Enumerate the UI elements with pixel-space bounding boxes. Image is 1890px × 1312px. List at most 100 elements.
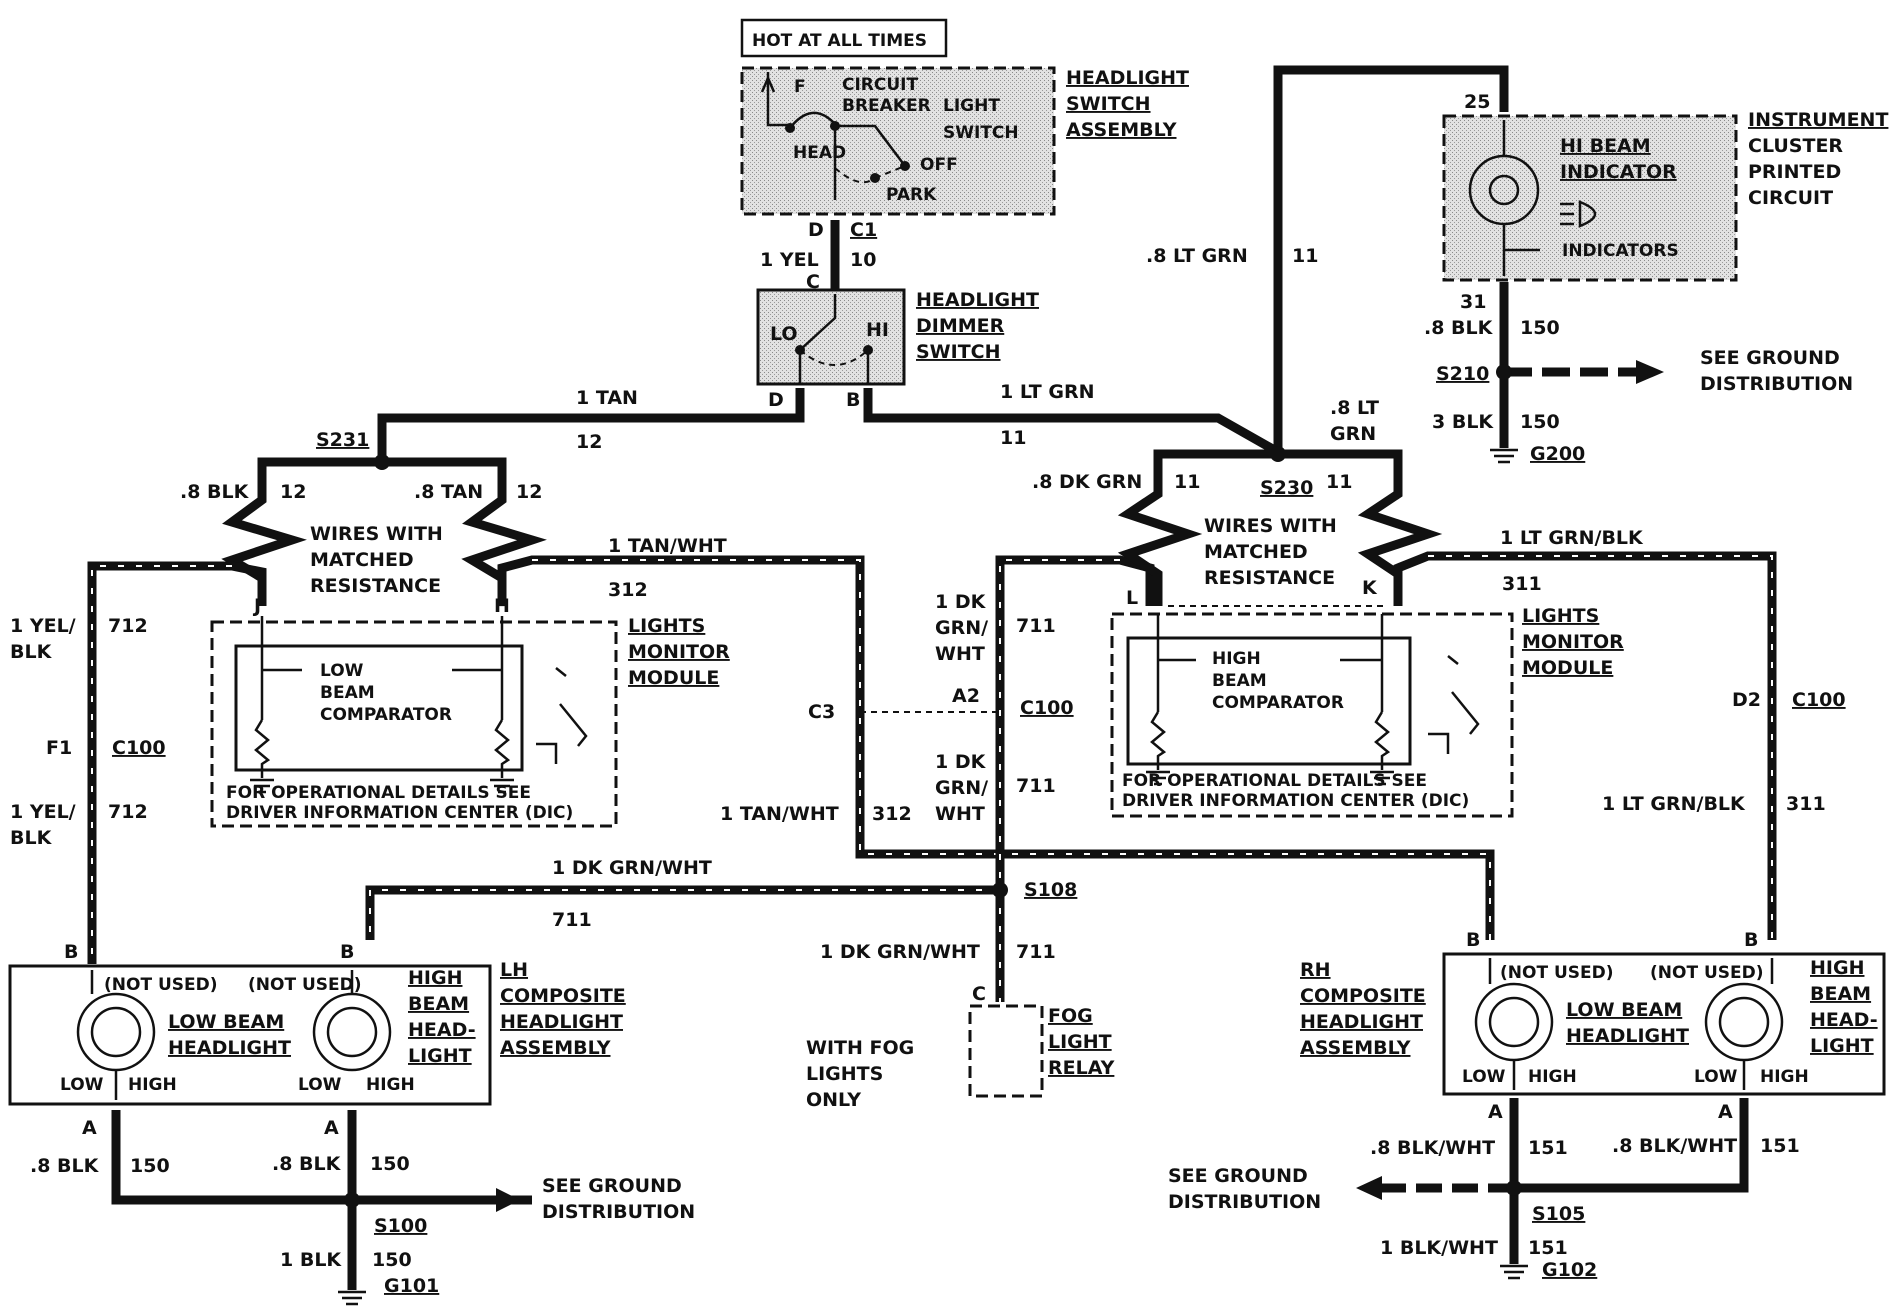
svg-text:1 TAN/WHT: 1 TAN/WHT [720,803,839,825]
headlight-switch-assembly: HOT AT ALL TIMES F CIRCUIT BREAKER LIGHT… [740,18,1189,216]
splice-s100 [344,1192,360,1208]
headlight-switch-box [740,66,1056,216]
svg-text:HEAD-: HEAD- [408,1019,476,1041]
svg-text:LIGHTS: LIGHTS [628,615,705,637]
splice-s105 [1506,1180,1522,1196]
svg-text:150: 150 [372,1249,412,1271]
svg-text:INDICATOR: INDICATOR [1560,161,1677,183]
svg-text:A: A [1718,1101,1733,1123]
svg-text:WIRES WITH: WIRES WITH [310,523,443,545]
svg-text:.8 LT GRN: .8 LT GRN [1146,245,1248,267]
svg-text:151: 151 [1760,1135,1800,1157]
svg-text:1 TAN/WHT: 1 TAN/WHT [608,535,727,557]
svg-text:HEADLIGHT: HEADLIGHT [1566,1025,1689,1047]
svg-text:LIGHTS: LIGHTS [1522,605,1599,627]
svg-text:A: A [82,1117,97,1139]
lh-composite-headlight-assembly: (NOT USED) (NOT USED) LOW BEAM HEADLIGHT… [8,964,492,1106]
circuit-breaker-arc [789,111,836,129]
svg-text:HEADLIGHT: HEADLIGHT [168,1037,291,1059]
svg-text:1 DK GRN/WHT: 1 DK GRN/WHT [552,857,712,879]
svg-text:712: 712 [108,801,148,823]
svg-text:1 BLK/WHT: 1 BLK/WHT [1380,1237,1498,1259]
headlight-dimmer-switch: LO HI HEADLIGHT DIMMER SWITCH [756,288,1039,386]
svg-text:ASSEMBLY: ASSEMBLY [1066,119,1177,141]
svg-text:DISTRIBUTION: DISTRIBUTION [1700,373,1853,395]
svg-text:11: 11 [1000,427,1026,449]
svg-text:S105: S105 [1532,1203,1585,1225]
svg-text:DRIVER INFORMATION CENTER (DIC: DRIVER INFORMATION CENTER (DIC) [226,803,573,823]
svg-text:MONITOR: MONITOR [628,641,730,663]
svg-text:.8 BLK/WHT: .8 BLK/WHT [1612,1135,1737,1157]
svg-text:711: 711 [1016,941,1056,963]
svg-text:25: 25 [1464,91,1490,113]
svg-text:LIGHTS: LIGHTS [806,1063,883,1085]
svg-text:LOW: LOW [1694,1067,1738,1087]
wire-1-lt-grn-11 [863,388,1281,456]
svg-text:LH: LH [500,959,528,981]
svg-text:.8 BLK: .8 BLK [272,1153,342,1175]
svg-text:B: B [340,941,354,963]
svg-text:LIGHT: LIGHT [1810,1035,1874,1057]
svg-text:GRN: GRN [1330,423,1376,445]
svg-text:HEAD: HEAD [793,143,846,163]
svg-text:1 LT GRN/BLK: 1 LT GRN/BLK [1602,793,1746,815]
svg-text:311: 311 [1786,793,1826,815]
svg-text:151: 151 [1528,1237,1568,1259]
svg-text:BEAM: BEAM [408,993,469,1015]
switch-contact [835,124,906,167]
svg-text:HIGH: HIGH [128,1075,177,1095]
high-beam-indicator-symbol-icon [1560,200,1597,228]
svg-text:A2: A2 [952,685,980,707]
svg-text:DRIVER INFORMATION CENTER (DIC: DRIVER INFORMATION CENTER (DIC) [1122,791,1469,811]
svg-text:LIGHT: LIGHT [1048,1031,1112,1053]
svg-text:.8 BLK: .8 BLK [180,481,250,503]
svg-text:C: C [972,983,986,1005]
svg-text:711: 711 [552,909,592,931]
svg-text:BEAM: BEAM [320,683,375,703]
svg-text:1 DK: 1 DK [935,591,987,613]
svg-text:HIGH: HIGH [366,1075,415,1095]
svg-text:(NOT USED): (NOT USED) [1650,963,1764,983]
svg-text:C100: C100 [1792,689,1846,711]
svg-text:1 YEL/: 1 YEL/ [10,615,76,637]
svg-text:S108: S108 [1024,879,1077,901]
svg-text:G102: G102 [1542,1259,1597,1281]
svg-text:WITH FOG: WITH FOG [806,1037,914,1059]
svg-text:C3: C3 [808,701,835,723]
svg-text:311: 311 [1502,573,1542,595]
svg-text:SEE GROUND: SEE GROUND [1700,347,1840,369]
circuit-breaker-lead [766,72,790,127]
svg-text:MATCHED: MATCHED [310,549,414,571]
svg-text:1 LT GRN/BLK: 1 LT GRN/BLK [1500,527,1644,549]
svg-text:ASSEMBLY: ASSEMBLY [500,1037,611,1059]
svg-text:FOR OPERATIONAL DETAILS SEE: FOR OPERATIONAL DETAILS SEE [1122,771,1427,791]
svg-text:INDICATORS: INDICATORS [1562,241,1679,261]
dimmer-box [756,288,906,386]
svg-text:B: B [64,941,78,963]
hot-at-all-times-label: HOT AT ALL TIMES [752,31,927,51]
svg-text:HEADLIGHT: HEADLIGHT [500,1011,623,1033]
svg-text:COMPARATOR: COMPARATOR [320,705,452,725]
svg-text:S230: S230 [1260,477,1313,499]
svg-text:HI: HI [866,319,889,341]
instrument-cluster-printed-circuit: 25 HI BEAM INDICATOR INDICATORS INSTRUME… [1442,91,1888,282]
svg-text:RH: RH [1300,959,1331,981]
svg-text:WIRES WITH: WIRES WITH [1204,515,1337,537]
svg-text:11: 11 [1174,471,1200,493]
svg-text:11: 11 [1292,245,1318,267]
wire-p8-dk-grn-11 [1117,449,1278,606]
svg-text:RESISTANCE: RESISTANCE [310,575,441,597]
svg-text:1 YEL/: 1 YEL/ [10,801,76,823]
svg-text:150: 150 [130,1155,170,1177]
svg-text:1 DK: 1 DK [935,751,987,773]
wire-1-dk-grn-wht-711-left [365,885,1000,940]
svg-text:BREAKER: BREAKER [842,96,931,116]
ground-g101-icon [338,1290,366,1306]
lights-monitor-module-left: LOW BEAM COMPARATOR FOR OPERATIONAL DETA… [210,615,730,828]
svg-text:COMPOSITE: COMPOSITE [1300,985,1426,1007]
svg-text:151: 151 [1528,1137,1568,1159]
svg-text:12: 12 [280,481,306,503]
svg-text:D2: D2 [1732,689,1761,711]
rh-composite-headlight-assembly: (NOT USED) (NOT USED) LOW BEAM HEADLIGHT… [1442,952,1886,1096]
